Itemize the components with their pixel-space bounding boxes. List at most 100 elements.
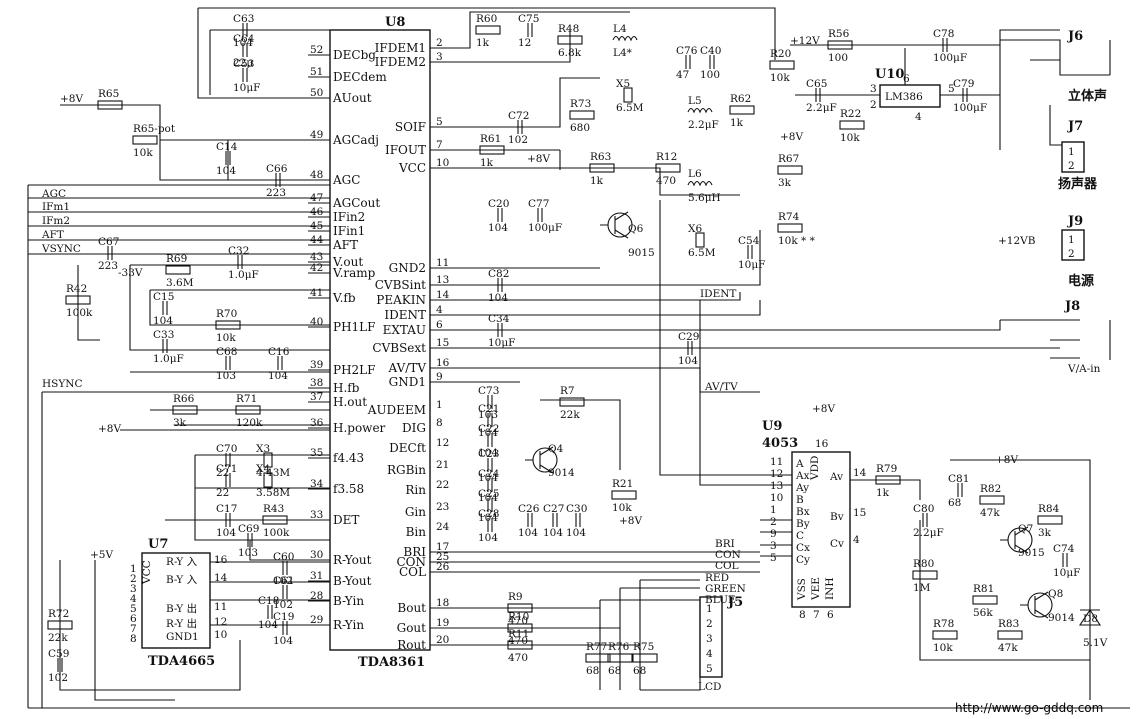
j7-pin-2: 2	[1068, 160, 1075, 172]
u9-pin-num-15: 15	[853, 507, 866, 519]
u8-pin-v-ramp: V.ramp	[332, 266, 376, 280]
u8-pin-decbg: DECbg	[333, 48, 376, 62]
resistor-body	[507, 623, 533, 633]
component-d8: D85.1V	[1083, 613, 1108, 649]
ref-r61: R61	[480, 133, 501, 145]
u9-pin-num-14: 14	[853, 467, 867, 479]
u9-pin-ay: Ay	[795, 482, 809, 494]
u9-pin-num-7: 7	[813, 609, 820, 621]
u8-pin-num-24: 24	[436, 521, 450, 533]
value-r11: 470	[508, 652, 528, 664]
ref-c64: C64	[233, 33, 255, 45]
value-r42: 100k	[66, 307, 93, 319]
u7-left-num-3: 3	[130, 583, 137, 595]
capacitor-plates	[282, 585, 288, 599]
value-r80: 1M	[913, 582, 931, 594]
ref-c81: C81	[948, 473, 969, 485]
u8-pin-num-13: 13	[436, 274, 449, 286]
resistor-body	[979, 495, 1005, 505]
ref-c22: C22	[478, 423, 499, 435]
ref-c18: C18	[258, 595, 279, 607]
resistor-body	[827, 40, 853, 50]
u7-pin-num-11: 11	[214, 601, 227, 613]
u8-pin-num-25: 25	[436, 551, 449, 563]
capacitor-plates	[487, 395, 493, 409]
u8-pin-extau: EXTAU	[383, 323, 426, 337]
ref-c80: C80	[913, 503, 934, 515]
j9-pin-1: 1	[1068, 234, 1075, 246]
capacitor-plates	[225, 513, 231, 527]
u9-pin-av: Av	[829, 471, 843, 483]
u8-pin-h-power: H.power	[333, 421, 386, 435]
capacitor-plates	[275, 173, 281, 187]
value-c16: 104	[268, 370, 288, 382]
component-r69: R69 3.6M	[165, 253, 194, 289]
u8-pin-cvbsint: CVBSint	[375, 278, 426, 292]
resistor-body	[235, 405, 261, 415]
u8-pin-col: COL	[399, 565, 426, 579]
u8-pin-num-46: 46	[310, 206, 324, 218]
value-r72: 22k	[48, 632, 68, 644]
value-x4: 3.58M	[256, 487, 290, 499]
ref-c68: C68	[216, 346, 237, 358]
j5-label: LCD	[698, 681, 721, 693]
u8-pin-dig: DIG	[402, 421, 426, 435]
ref-r74: R74	[778, 211, 800, 223]
ref-c61: C61	[273, 575, 294, 587]
ref-r69: R69	[166, 253, 187, 265]
j6-ref: J6	[1067, 29, 1083, 44]
u8-pin-num-5: 5	[436, 116, 443, 128]
u7-left-num-5: 5	[130, 603, 137, 615]
ref-r21: R21	[612, 478, 633, 490]
ref-l6: L6	[688, 168, 702, 180]
u8-pin-h-out: H.out	[333, 395, 367, 409]
value-c53: 10μF	[233, 82, 260, 94]
u8-pin-num-30: 30	[310, 549, 323, 561]
capacitor-plates	[487, 433, 493, 447]
u8-pin-num-11: 11	[436, 257, 449, 269]
u8-pin-num-6: 6	[436, 319, 443, 331]
u8-pin-num-21: 21	[436, 459, 449, 471]
u9-pin-ax: Ax	[795, 470, 810, 482]
ref-c33: C33	[153, 329, 174, 341]
value-r71: 120k	[236, 417, 263, 429]
value-r83: 47k	[998, 642, 1018, 654]
u8-pin-con: CON	[396, 555, 426, 569]
resistor-body	[475, 25, 501, 35]
net-ident: IDENT	[700, 288, 736, 300]
value-q6: 9015	[628, 247, 655, 259]
value-l6: 5.6μH	[688, 192, 721, 204]
resistor-body	[215, 320, 241, 330]
u8-pin-num-22: 22	[436, 479, 449, 491]
value-c77: 100μF	[528, 222, 562, 234]
j9-pin-2: 2	[1068, 248, 1075, 260]
u10-ref: U10	[875, 67, 904, 82]
capacitor-plates	[957, 483, 963, 497]
value-c79: 100μF	[953, 102, 987, 114]
u8-pin-ifdem1: IFDEM1	[375, 41, 426, 55]
value-r69: 3.6M	[166, 277, 194, 289]
rail-p12vb: +12VB	[998, 235, 1036, 247]
component-l5: L52.2μF	[687, 95, 719, 131]
ref-c65: C65	[806, 78, 827, 90]
ref-c67: C67	[98, 236, 119, 248]
u8-pin-r-yout: R-Yout	[333, 553, 372, 567]
value-r62: 1k	[730, 117, 744, 129]
u8-pin-num-40: 40	[310, 316, 323, 328]
u8-pin-num-50: 50	[310, 87, 323, 99]
capacitor-plates	[1062, 553, 1068, 567]
value-r77: 68	[586, 665, 599, 677]
ref-x5: X5	[616, 78, 630, 90]
ref-c29: C29	[678, 331, 699, 343]
